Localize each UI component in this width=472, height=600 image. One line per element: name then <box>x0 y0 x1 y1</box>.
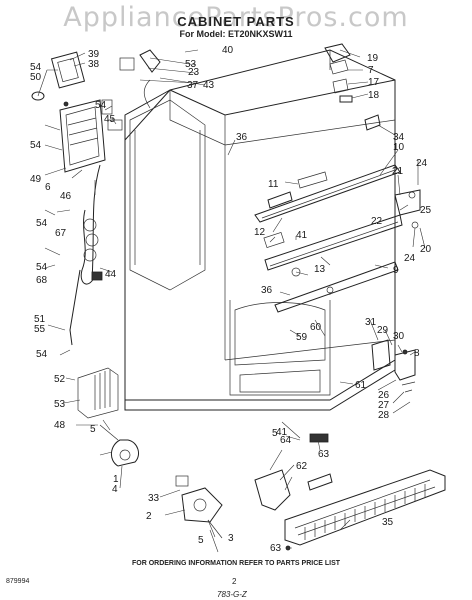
callout-30: 30 <box>393 331 405 342</box>
callout-48: 48 <box>54 420 66 431</box>
callout-64: 64 <box>280 435 292 446</box>
callout-37: 37 <box>187 80 199 91</box>
callout-55: 55 <box>34 324 46 335</box>
callout-67: 67 <box>55 228 67 239</box>
callout-5a: 5 <box>90 424 96 435</box>
callout-54c: 54 <box>30 140 42 151</box>
leader-lines <box>37 49 426 553</box>
callout-13: 13 <box>314 264 326 275</box>
callout-54a: 54 <box>30 62 42 73</box>
callout-39: 39 <box>88 49 100 60</box>
callout-59: 59 <box>296 332 308 343</box>
callout-24b: 24 <box>404 253 416 264</box>
callout-25: 25 <box>420 205 432 216</box>
callout-27: 27 <box>378 400 390 411</box>
callout-6: 6 <box>45 182 51 193</box>
callout-4: 4 <box>112 484 118 495</box>
callout-50: 50 <box>30 72 42 83</box>
callout-22: 22 <box>371 216 383 227</box>
callout-2: 2 <box>146 511 152 522</box>
callout-43: 43 <box>203 80 215 91</box>
callout-54f: 54 <box>36 349 48 360</box>
callout-8: 8 <box>414 348 420 359</box>
callout-17: 17 <box>368 77 380 88</box>
callout-53a: 53 <box>54 399 66 410</box>
callout-63a: 63 <box>318 449 330 460</box>
callout-31: 31 <box>365 317 377 328</box>
cabinet-body <box>77 49 396 419</box>
callout-1: 1 <box>113 474 119 485</box>
left-parts <box>31 49 161 346</box>
callout-36a: 36 <box>236 132 248 143</box>
callout-23: 23 <box>188 67 200 78</box>
callout-54d: 54 <box>36 218 48 229</box>
callout-49: 49 <box>30 174 42 185</box>
callout-18: 18 <box>368 90 380 101</box>
callout-34: 34 <box>393 132 405 143</box>
callout-52: 52 <box>54 374 66 385</box>
diagram-title: CABINET PARTS <box>177 14 295 29</box>
callout-29: 29 <box>377 325 389 336</box>
callout-10: 10 <box>393 142 405 153</box>
callout-7: 7 <box>368 65 374 76</box>
callout-61: 61 <box>355 380 367 391</box>
callout-38: 38 <box>88 59 100 70</box>
callout-33: 33 <box>148 493 160 504</box>
callout-41b: 41 <box>276 427 288 438</box>
callout-41a: 41 <box>296 230 308 241</box>
callout-5c: 5 <box>272 428 278 439</box>
watermark-text: AppliancePartsPros.com <box>63 2 409 33</box>
callout-51: 51 <box>34 314 46 325</box>
callout-46: 46 <box>60 191 72 202</box>
callout-labels: 1 2 3 4 5 5 5 6 7 8 9 10 11 12 13 17 18 … <box>30 45 432 554</box>
callout-21: 21 <box>392 166 404 177</box>
callout-68: 68 <box>36 275 48 286</box>
callout-44: 44 <box>105 269 117 280</box>
document-code: 879994 <box>6 578 30 585</box>
callout-28: 28 <box>378 410 390 421</box>
callout-35: 35 <box>382 517 394 528</box>
callout-26: 26 <box>378 390 390 401</box>
callout-24a: 24 <box>416 158 428 169</box>
handwritten-note: 783-G-Z <box>217 590 247 599</box>
callout-36b: 36 <box>261 285 273 296</box>
callout-40: 40 <box>222 45 234 56</box>
page-number: 2 <box>232 577 237 586</box>
callout-60: 60 <box>310 322 322 333</box>
callout-54e: 54 <box>36 262 48 273</box>
callout-53b: 53 <box>185 59 197 70</box>
ordering-info-text: FOR ORDERING INFORMATION REFER TO PARTS … <box>131 560 341 567</box>
callout-54b: 54 <box>95 100 107 111</box>
right-parts <box>254 43 421 393</box>
callout-11: 11 <box>268 179 279 190</box>
callout-9: 9 <box>393 265 399 276</box>
bottom-parts <box>99 424 446 551</box>
callout-62: 62 <box>296 461 308 472</box>
callout-3: 3 <box>228 533 234 544</box>
callout-20: 20 <box>420 244 432 255</box>
callout-45: 45 <box>104 114 116 125</box>
callout-19: 19 <box>367 53 379 64</box>
callout-5b: 5 <box>198 535 204 546</box>
model-line: For Model: ET20NKXSW11 <box>179 29 293 39</box>
callout-12: 12 <box>254 227 266 238</box>
callout-63b: 63 <box>270 543 282 554</box>
